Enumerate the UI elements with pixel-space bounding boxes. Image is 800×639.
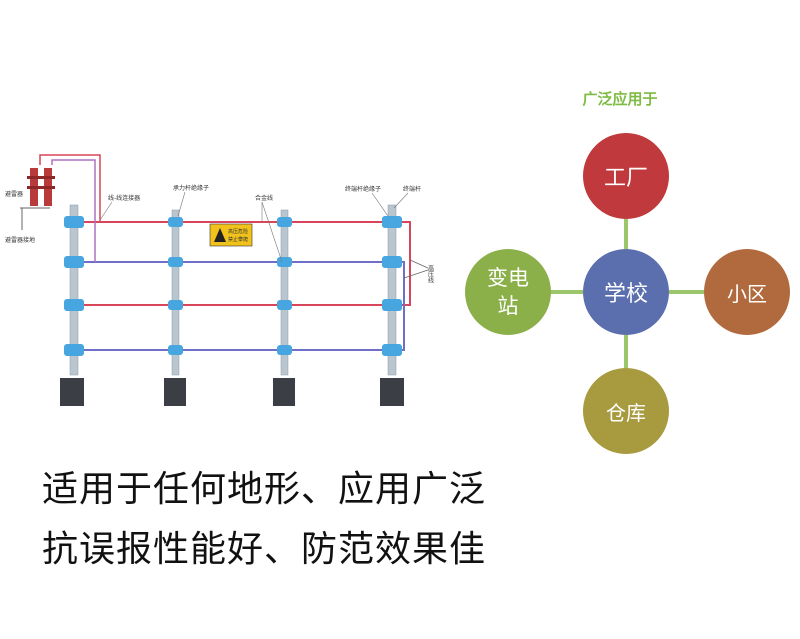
fence-poles bbox=[69, 204, 397, 376]
node-factory-label: 工厂 bbox=[603, 166, 648, 191]
hv-loop bbox=[392, 221, 429, 351]
lightning-arrester bbox=[27, 168, 55, 206]
warning-sign-line1: 高压危险 bbox=[228, 228, 248, 235]
arrester-wiring bbox=[20, 154, 101, 262]
label-terminal-insulator: 终端杆绝缘子 bbox=[345, 185, 381, 193]
node-factory: 工厂 bbox=[583, 133, 669, 219]
warning-sign-line2: 禁止攀爬 bbox=[228, 236, 248, 243]
electric-fence-diagram: 高压危险 禁止攀爬 避雷器 避雷器接地 线-线连接器 承力杆绝缘子 合金线 终端… bbox=[5, 154, 434, 406]
applications-title: 广泛应用于 bbox=[582, 90, 658, 108]
label-bearing-insulator: 承力杆绝缘子 bbox=[173, 184, 209, 192]
connector-left bbox=[551, 290, 583, 294]
node-residential: 小区 bbox=[704, 249, 790, 335]
fence-wires bbox=[75, 221, 392, 351]
insulators bbox=[64, 216, 402, 356]
label-wire-connector: 线-线连接器 bbox=[108, 194, 140, 202]
label-terminal-pole: 终端杆 bbox=[403, 185, 421, 193]
label-arrester: 避雷器 bbox=[5, 190, 23, 198]
node-school-label: 学校 bbox=[603, 282, 648, 307]
label-arrester-ground: 避雷器接地 bbox=[5, 236, 35, 244]
connector-bottom bbox=[624, 335, 628, 368]
node-residential-label: 小区 bbox=[727, 281, 767, 306]
label-alloy-wire: 合金线 bbox=[255, 194, 273, 202]
label-hv-wire: 高压线 bbox=[427, 264, 434, 283]
node-school: 学校 bbox=[583, 249, 669, 335]
connector-top bbox=[624, 219, 628, 249]
warning-sign: 高压危险 禁止攀爬 bbox=[209, 223, 253, 247]
node-warehouse: 仓库 bbox=[583, 368, 669, 454]
caption-line2: 抗误报性能好、防范效果佳 bbox=[42, 529, 487, 570]
connector-right bbox=[669, 290, 704, 294]
node-substation-label: 变电站 bbox=[487, 266, 529, 318]
node-substation: 变电站 bbox=[465, 249, 551, 335]
pole-bases bbox=[60, 378, 404, 406]
node-warehouse-label: 仓库 bbox=[606, 400, 646, 425]
caption-line1: 适用于任何地形、应用广泛 bbox=[42, 469, 487, 510]
